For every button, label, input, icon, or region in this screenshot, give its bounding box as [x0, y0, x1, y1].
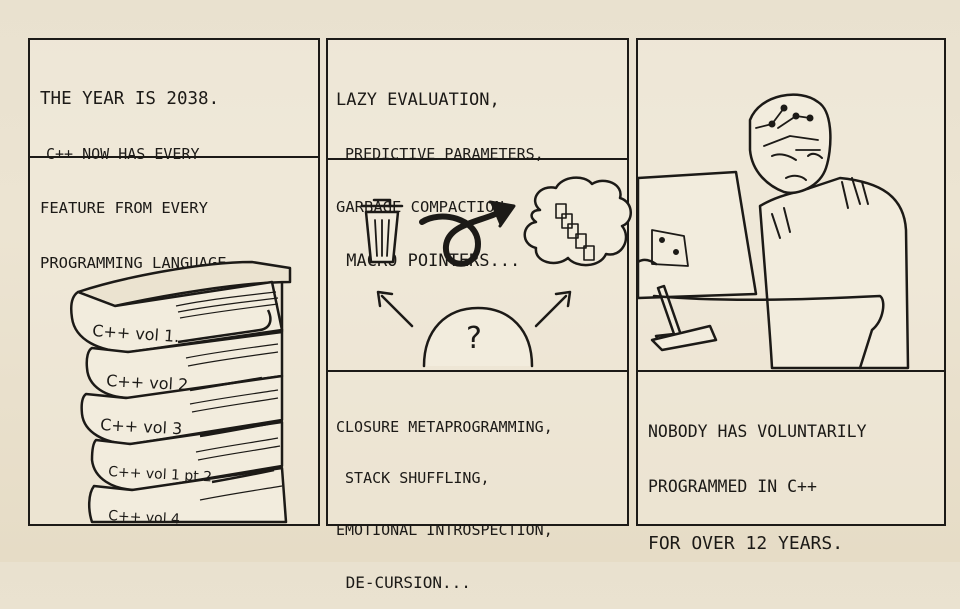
- caption-line: THE YEAR IS 2038.: [40, 88, 220, 109]
- panel-2-top-caption: LAZY EVALUATION, PREDICTIVE PARAMETERS, …: [336, 54, 544, 289]
- question-mark: ?: [466, 321, 482, 356]
- caption-line: NOBODY HAS VOLUNTARILY: [648, 421, 867, 441]
- caption-line: FOR OVER 12 YEARS.: [648, 532, 844, 554]
- panel-2: [326, 38, 629, 526]
- book-5: [88, 466, 288, 524]
- book-2-label: C++ vol 2: [106, 371, 189, 394]
- panel-3-caption: NOBODY HAS VOLUNTARILY PROGRAMMED IN C++…: [648, 386, 867, 572]
- caption-line: CLOSURE METAPROGRAMMING,: [336, 417, 553, 436]
- monitor-screen: [636, 170, 758, 300]
- panel-2-bottom-caption-box: [328, 370, 627, 528]
- panel-3-illustration: [636, 93, 910, 370]
- caption-line: DE-CURSION...: [336, 572, 471, 592]
- book-4-label: C++ vol 1 pt 2: [108, 464, 213, 485]
- desk: [652, 294, 885, 370]
- loop-arrow-icon: [419, 200, 516, 267]
- caption-line: C++ NOW HAS EVERY: [46, 145, 200, 164]
- book-stack-illustration: C++ vol 1. C++ vol 2 C++ vol 3 C++ vol 1…: [70, 260, 292, 528]
- panel-2-top-caption-box: [328, 40, 627, 160]
- panel-1-caption-box: [30, 40, 318, 158]
- man-head: [748, 93, 832, 195]
- panel-2-illustration: ?: [360, 176, 632, 368]
- arrow-to-cloud: [534, 294, 568, 328]
- caption-line: PREDICTIVE PARAMETERS,: [336, 144, 544, 163]
- caption-line: FEATURE FROM EVERY: [40, 199, 208, 218]
- arrow-to-trash: [380, 294, 414, 328]
- bald-head: [422, 306, 534, 368]
- caption-line: PROGRAMMED IN C++: [648, 477, 817, 497]
- book-5-label: C++ vol 4: [108, 508, 181, 528]
- man-torso: [758, 176, 910, 370]
- caption-line: LAZY EVALUATION,: [336, 89, 500, 110]
- book-3-label: C++ vol 3: [100, 415, 183, 438]
- trash-can-icon: [360, 198, 404, 264]
- caption-line: EMOTIONAL INTROSPECTION,: [336, 521, 553, 539]
- cloud-pointers-icon: [523, 176, 632, 267]
- caption-line: STACK SHUFFLING,: [336, 469, 490, 488]
- panel-3-caption-box: [638, 370, 944, 528]
